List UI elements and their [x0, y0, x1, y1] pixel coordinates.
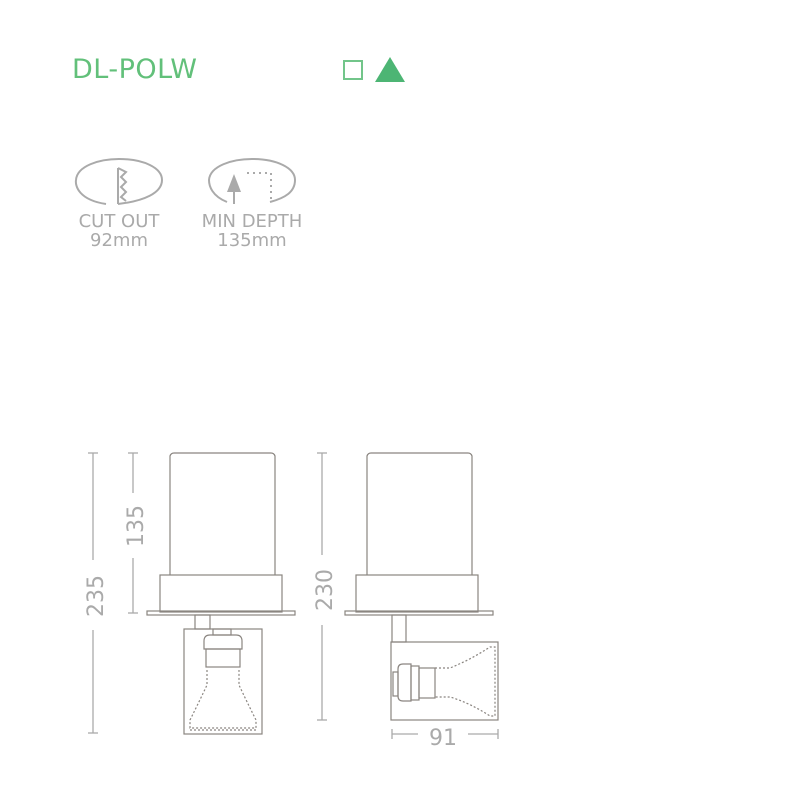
dim-head-width: 91 [429, 726, 457, 751]
min-depth-icon [207, 157, 297, 204]
dim-total-height-side: 230 [313, 569, 338, 611]
spec-value: 92mm [90, 230, 148, 251]
product-code: DL-POLW [72, 54, 198, 85]
spec-min-depth: MIN DEPTH 135mm [192, 156, 312, 250]
class-ii-square-icon [343, 60, 363, 80]
cut-out-icon [74, 157, 164, 205]
side-view [344, 452, 499, 721]
front-view [146, 452, 296, 735]
dimension-lines [88, 452, 499, 739]
dim-total-height-front: 235 [84, 575, 109, 617]
spec-label: CUT OUT [78, 211, 160, 232]
triangle-icon [375, 57, 405, 82]
spec-cut-out: CUT OUT 92mm [68, 156, 170, 250]
dim-recess-depth: 135 [124, 505, 149, 547]
spec-label: MIN DEPTH [201, 211, 303, 232]
spec-value: 135mm [217, 230, 287, 251]
